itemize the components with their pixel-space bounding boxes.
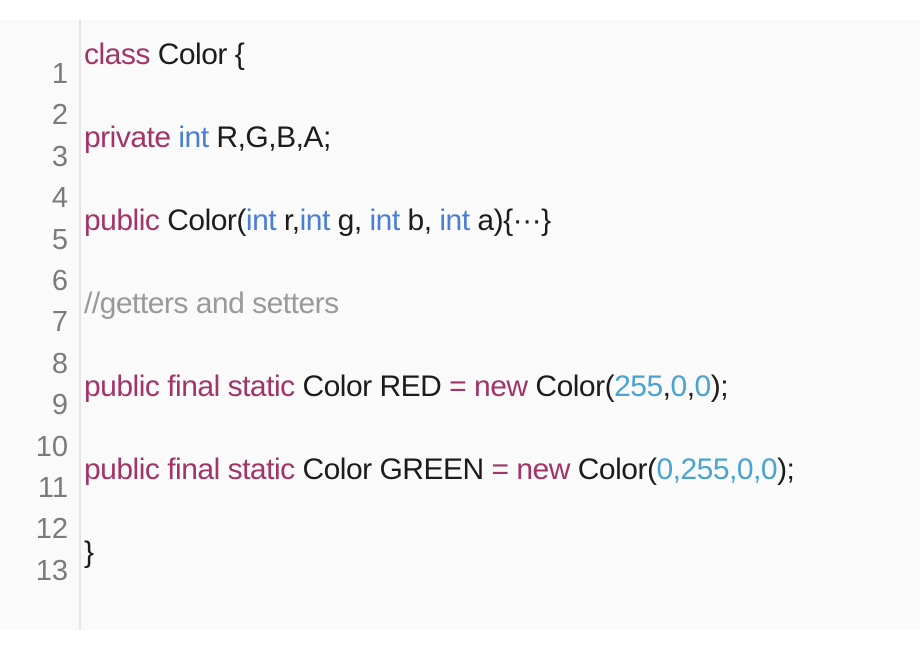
token-keyword: =: [491, 453, 510, 486]
token-plain: Color(: [159, 204, 246, 237]
line-number: 3: [51, 140, 68, 173]
token-plain: [466, 370, 474, 403]
token-keyword: new: [516, 453, 570, 486]
line-number: 10: [35, 430, 68, 463]
token-plain: ,: [662, 370, 671, 403]
line-number: 4: [51, 182, 68, 215]
code-line: public final static Color GREEN = new Co…: [84, 448, 795, 492]
gutter-separator: [79, 20, 81, 630]
line-number: 13: [35, 554, 68, 587]
code-line: //getters and setters: [84, 282, 339, 326]
token-type: int: [369, 204, 401, 237]
token-plain: b,: [399, 204, 440, 237]
code-line: class Color {: [84, 33, 245, 77]
code-line: public Color(int r,int g, int b, int a){…: [84, 199, 551, 243]
token-keyword: private: [84, 121, 171, 154]
token-keyword: class: [84, 38, 150, 71]
token-comment: //getters and setters: [84, 287, 339, 320]
token-plain: Color(: [569, 453, 657, 486]
code-line: private int R,G,B,A;: [84, 116, 331, 160]
token-type: int: [439, 204, 470, 237]
token-number: 0,255,0,0: [656, 453, 778, 486]
token-plain: R,G,B,A;: [208, 121, 331, 154]
line-number: 8: [51, 347, 68, 380]
token-keyword: public: [84, 204, 160, 237]
token-plain: a){···}: [469, 204, 551, 237]
line-number: 2: [51, 99, 68, 132]
token-plain: r,: [276, 204, 300, 237]
line-number: 6: [51, 265, 68, 297]
line-number: 1: [51, 58, 68, 90]
token-plain: }: [84, 536, 94, 569]
token-number: 0: [694, 370, 712, 403]
code-line: public final static Color RED = new Colo…: [84, 365, 729, 409]
token-plain: g,: [329, 204, 370, 237]
token-plain: ,: [686, 370, 695, 403]
token-plain: Color GREEN: [294, 453, 492, 486]
token-number: 255: [614, 370, 663, 403]
token-type: int: [178, 121, 209, 154]
line-number: 12: [35, 513, 68, 546]
token-type: int: [299, 204, 331, 237]
token-plain: );: [710, 370, 729, 403]
line-number: 11: [37, 472, 68, 504]
token-plain: Color {: [149, 38, 245, 71]
token-keyword: =: [449, 370, 467, 403]
token-plain: );: [777, 453, 795, 486]
code-content: class Color { private int R,G,B,A; public …: [84, 20, 920, 630]
token-keyword: public final static: [84, 370, 295, 403]
line-number: 9: [51, 389, 68, 422]
line-number: 5: [51, 223, 68, 256]
token-keyword: new: [474, 370, 528, 403]
line-number: 7: [51, 306, 68, 339]
token-plain: Color(: [527, 370, 615, 403]
token-keyword: public final static: [84, 453, 295, 486]
token-plain: Color RED: [294, 370, 450, 403]
code-line: }: [84, 531, 94, 575]
token-number: 0: [670, 370, 688, 403]
token-type: int: [245, 204, 277, 237]
